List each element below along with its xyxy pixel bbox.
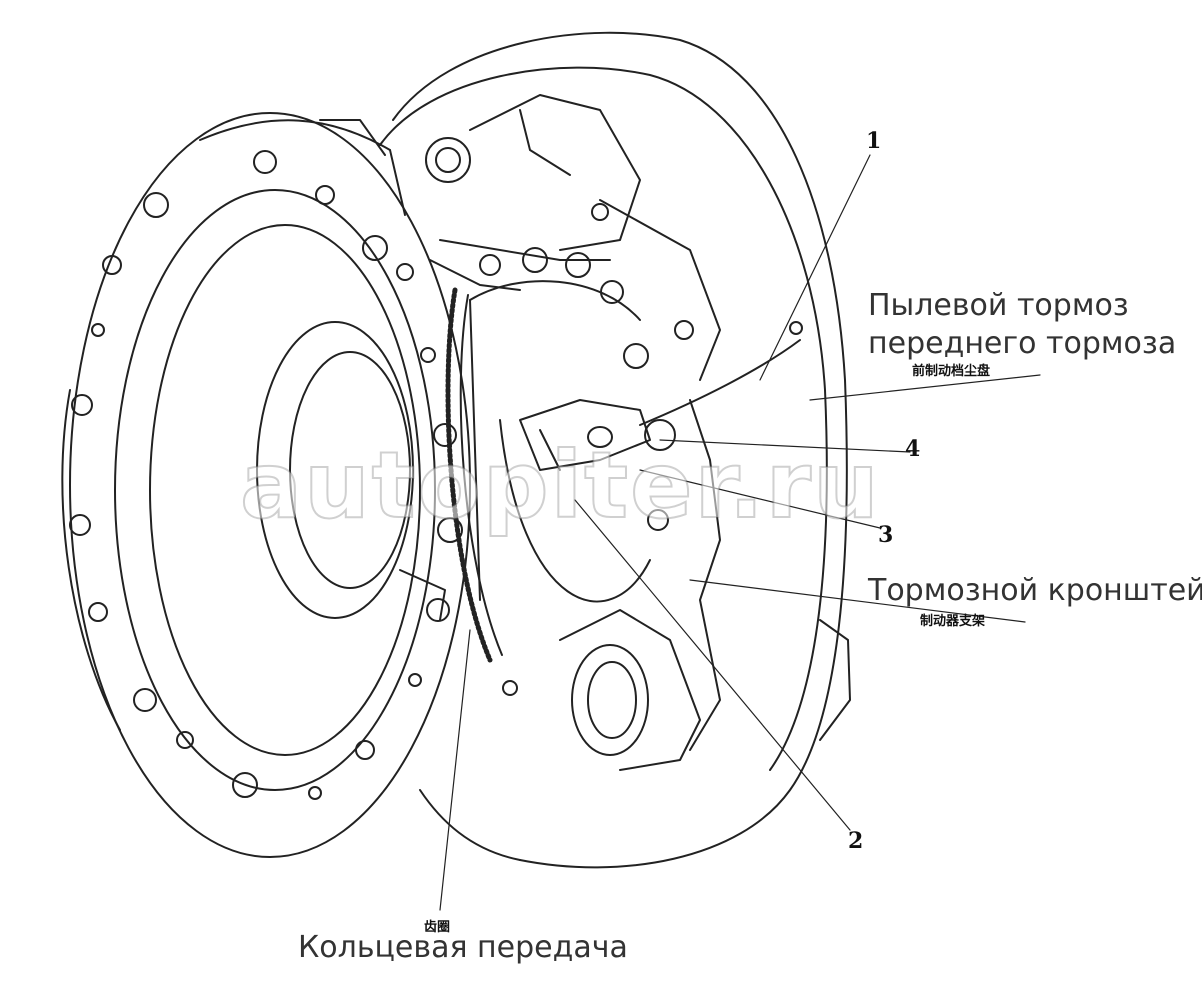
- callout-2: 2: [848, 828, 864, 854]
- ring-gear-label-cn: 齿圈: [424, 920, 451, 935]
- watermark: autopiter.ru: [239, 431, 881, 540]
- bracket-label-ru: Тормозной кронштейн: [868, 573, 1202, 608]
- bracket-bolts: [479, 203, 803, 696]
- dust-cover-plate: [379, 31, 848, 869]
- hub-flange: [61, 112, 471, 858]
- bracket-label-cn: 制动器支架: [920, 614, 986, 629]
- dust-cover-label-cn: 前制动档尘盘: [912, 364, 991, 379]
- callout-4: 4: [905, 436, 921, 462]
- hub-cylinder: [469, 280, 651, 603]
- flange-bolt-holes: [69, 150, 463, 800]
- brake-bracket: [425, 94, 851, 771]
- leader-3: [639, 469, 881, 529]
- callout-3: 3: [878, 522, 894, 548]
- leader-bracket: [689, 579, 1026, 623]
- ring-gear: [445, 287, 503, 663]
- ring-gear-label-ru: Кольцевая передача: [298, 930, 628, 965]
- leader-4: [659, 439, 911, 453]
- dust-cover-label-ru-1: Пылевой тормоз: [868, 288, 1129, 323]
- speed-sensor: [519, 339, 801, 471]
- callout-1: 1: [866, 128, 882, 154]
- leader-lines: [439, 154, 1041, 911]
- leader-2: [574, 499, 851, 831]
- leader-dust-cover: [809, 374, 1041, 401]
- leader-1: [759, 154, 871, 381]
- dust-cover-label-ru-2: переднего тормоза: [868, 326, 1177, 361]
- leader-ring-gear: [439, 629, 471, 911]
